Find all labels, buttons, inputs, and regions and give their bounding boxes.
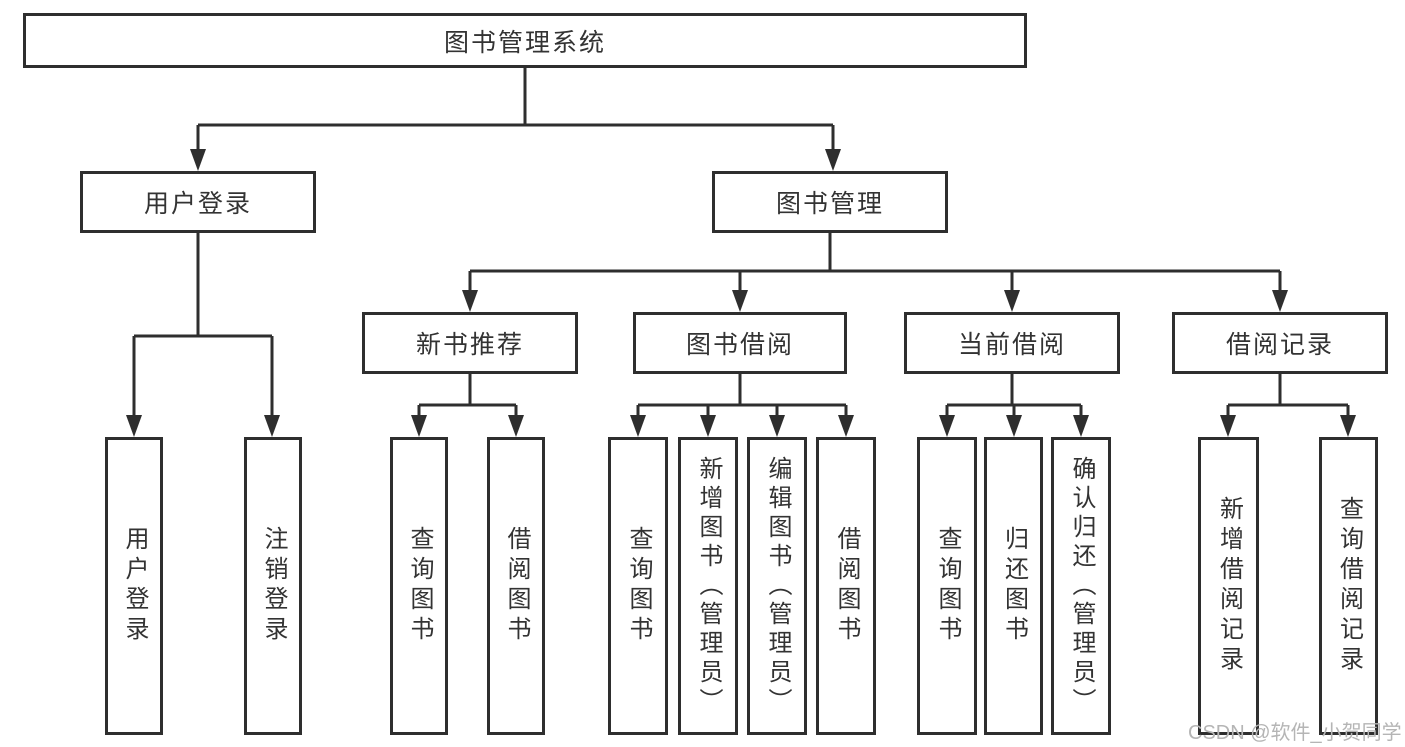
node-leaf-confirm-return-admin: 确认归还（管理员） (1051, 437, 1111, 735)
node-book-management: 图书管理 (712, 171, 948, 233)
node-leaf-query-book-3: 查询图书 (917, 437, 977, 735)
node-leaf-query-borrow-record: 查询借阅记录 (1319, 437, 1378, 735)
node-leaf-add-borrow-record: 新增借阅记录 (1198, 437, 1259, 735)
node-leaf-query-book-2: 查询图书 (608, 437, 668, 735)
node-leaf-borrow-book-1: 借阅图书 (487, 437, 545, 735)
node-borrow-record: 借阅记录 (1172, 312, 1388, 374)
node-library-system: 图书管理系统 (23, 13, 1027, 68)
node-user-login: 用户登录 (80, 171, 316, 233)
node-leaf-borrow-book-2: 借阅图书 (816, 437, 876, 735)
node-leaf-logout: 注销登录 (244, 437, 302, 735)
watermark: CSDN @软件_小贺同学 (1188, 722, 1402, 744)
node-leaf-edit-book-admin: 编辑图书（管理员） (747, 437, 807, 735)
node-new-book-recommend: 新书推荐 (362, 312, 578, 374)
node-leaf-return-book: 归还图书 (984, 437, 1043, 735)
node-leaf-user-login: 用户登录 (105, 437, 163, 735)
node-leaf-add-book-admin: 新增图书（管理员） (678, 437, 738, 735)
node-leaf-query-book-1: 查询图书 (390, 437, 448, 735)
node-book-borrow: 图书借阅 (633, 312, 847, 374)
node-current-borrow: 当前借阅 (904, 312, 1120, 374)
